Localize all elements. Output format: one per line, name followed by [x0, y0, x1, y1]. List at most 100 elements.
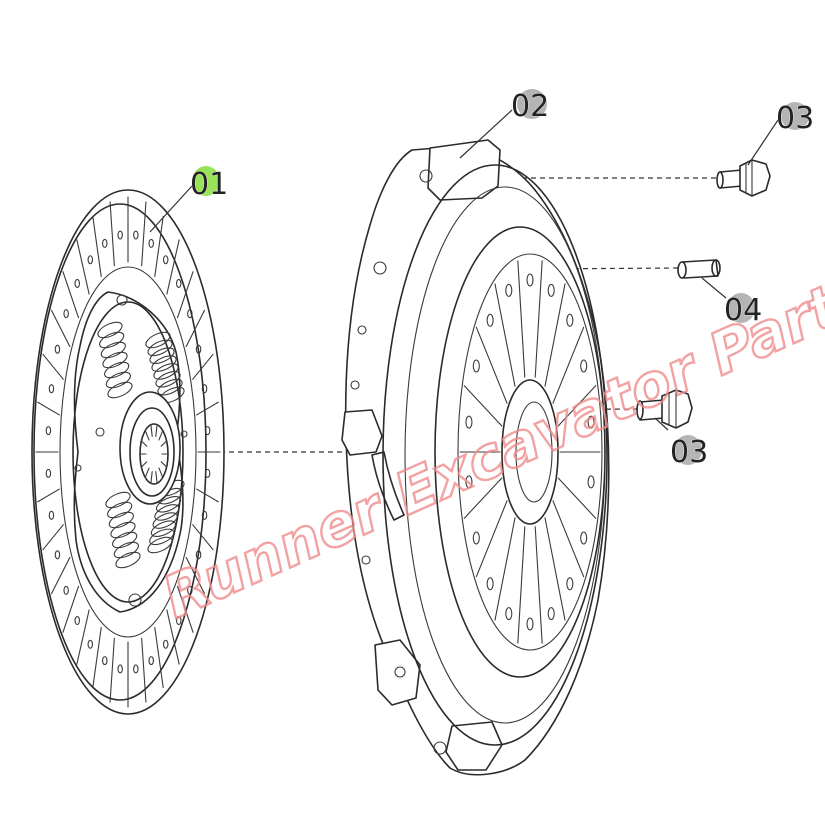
- friction-slot: [109, 201, 115, 267]
- spring-coil: [149, 528, 175, 546]
- diaphragm-finger: [463, 385, 503, 427]
- friction-rivet: [195, 344, 202, 354]
- spring-coil: [147, 339, 173, 357]
- finger-slot: [505, 607, 513, 621]
- friction-rivet: [87, 639, 94, 649]
- friction-slot: [185, 309, 206, 347]
- friction-slot: [192, 353, 214, 380]
- finger-slot: [505, 283, 513, 297]
- friction-slot: [37, 488, 60, 503]
- diaphragm-finger: [544, 517, 566, 621]
- friction-rivets: [45, 230, 211, 674]
- friction-slot: [62, 585, 80, 633]
- spring-coil: [97, 321, 123, 339]
- friction-slot: [185, 557, 206, 595]
- friction-slot: [166, 609, 180, 665]
- friction-rivet: [54, 550, 61, 560]
- friction-slot: [50, 309, 71, 347]
- spring-coil: [102, 351, 128, 369]
- friction-rivet: [117, 664, 123, 674]
- friction-rivet: [63, 585, 69, 595]
- friction-slot: [176, 271, 194, 319]
- friction-rivet: [187, 585, 193, 595]
- friction-slot: [109, 637, 115, 703]
- finger-slot: [526, 617, 534, 631]
- callout-03-middle-marker: [674, 435, 702, 465]
- friction-slot: [196, 401, 219, 416]
- friction-slot: [50, 557, 71, 595]
- hub-spline: [144, 467, 150, 479]
- friction-rivet: [45, 426, 52, 436]
- friction-slot: [37, 401, 60, 416]
- finger-slot: [547, 283, 555, 297]
- finger-slot: [465, 475, 473, 489]
- friction-rivet: [133, 664, 139, 674]
- diaphragm-finger: [475, 326, 508, 404]
- friction-slot: [42, 353, 64, 380]
- friction-rivet: [176, 615, 182, 626]
- hub-spline: [160, 440, 168, 447]
- spring-coil: [155, 496, 182, 513]
- callout-04-marker: [727, 293, 755, 323]
- callout-03-middle-label: 03: [670, 435, 708, 470]
- friction-slot: [76, 609, 90, 665]
- damper-springs: [97, 321, 185, 569]
- callout-04-label: 04: [724, 293, 762, 328]
- hub-spline: [140, 461, 148, 468]
- callout-02-label: 02: [511, 89, 549, 124]
- spring-coil: [105, 371, 131, 389]
- finger-slot: [465, 415, 473, 429]
- spring-coil: [149, 347, 175, 364]
- spring-coil: [151, 355, 177, 372]
- friction-slot: [192, 524, 214, 551]
- friction-rivet: [74, 278, 80, 289]
- bolt-top: [716, 159, 771, 197]
- spring-coil: [99, 331, 125, 349]
- callout-02-marker: [517, 89, 547, 119]
- callout-04: 04: [701, 277, 762, 328]
- callout-03-middle: 03: [654, 417, 708, 470]
- finger-slot: [472, 359, 480, 373]
- finger-slot: [580, 359, 588, 373]
- friction-rivet: [102, 656, 108, 666]
- spring-coil: [115, 551, 141, 569]
- friction-rivet: [201, 384, 208, 394]
- spring-coil: [152, 512, 178, 529]
- finger-slot: [547, 607, 555, 621]
- friction-slot: [62, 271, 80, 319]
- friction-rivet: [201, 510, 208, 520]
- hub-spline: [155, 470, 158, 484]
- finger-slot: [580, 531, 588, 545]
- friction-rivet: [187, 309, 193, 319]
- hub-spline: [144, 429, 150, 441]
- friction-rivet: [195, 550, 202, 560]
- spring-coil: [112, 531, 138, 549]
- friction-rivet: [102, 238, 108, 248]
- friction-rivet: [74, 615, 80, 626]
- friction-slot: [76, 239, 90, 295]
- spring-coil: [107, 381, 133, 399]
- friction-rivet: [63, 309, 69, 319]
- callout-01: 01: [149, 166, 228, 233]
- bolt-middle: [636, 389, 693, 429]
- diaphragm-finger: [534, 526, 543, 644]
- finger-slot: [566, 577, 574, 591]
- diaphragm-finger: [557, 385, 597, 427]
- dowel-pin: [677, 259, 721, 279]
- friction-slot: [92, 626, 102, 689]
- spring-coil: [150, 520, 177, 537]
- diaphragm-finger: [517, 526, 526, 644]
- finger-slot: [587, 475, 595, 489]
- diaphragm-finger: [544, 283, 566, 387]
- friction-slot: [154, 215, 164, 278]
- diaphragm-finger: [494, 283, 516, 387]
- hub-spline: [158, 429, 164, 441]
- friction-rivet: [54, 344, 61, 354]
- spring-coil: [110, 521, 136, 539]
- callout-03-top-label: 03: [776, 101, 814, 136]
- finger-slot: [486, 577, 494, 591]
- diaphragm-finger: [552, 326, 585, 404]
- friction-rivet: [148, 656, 154, 666]
- diaphragm-finger: [534, 260, 543, 378]
